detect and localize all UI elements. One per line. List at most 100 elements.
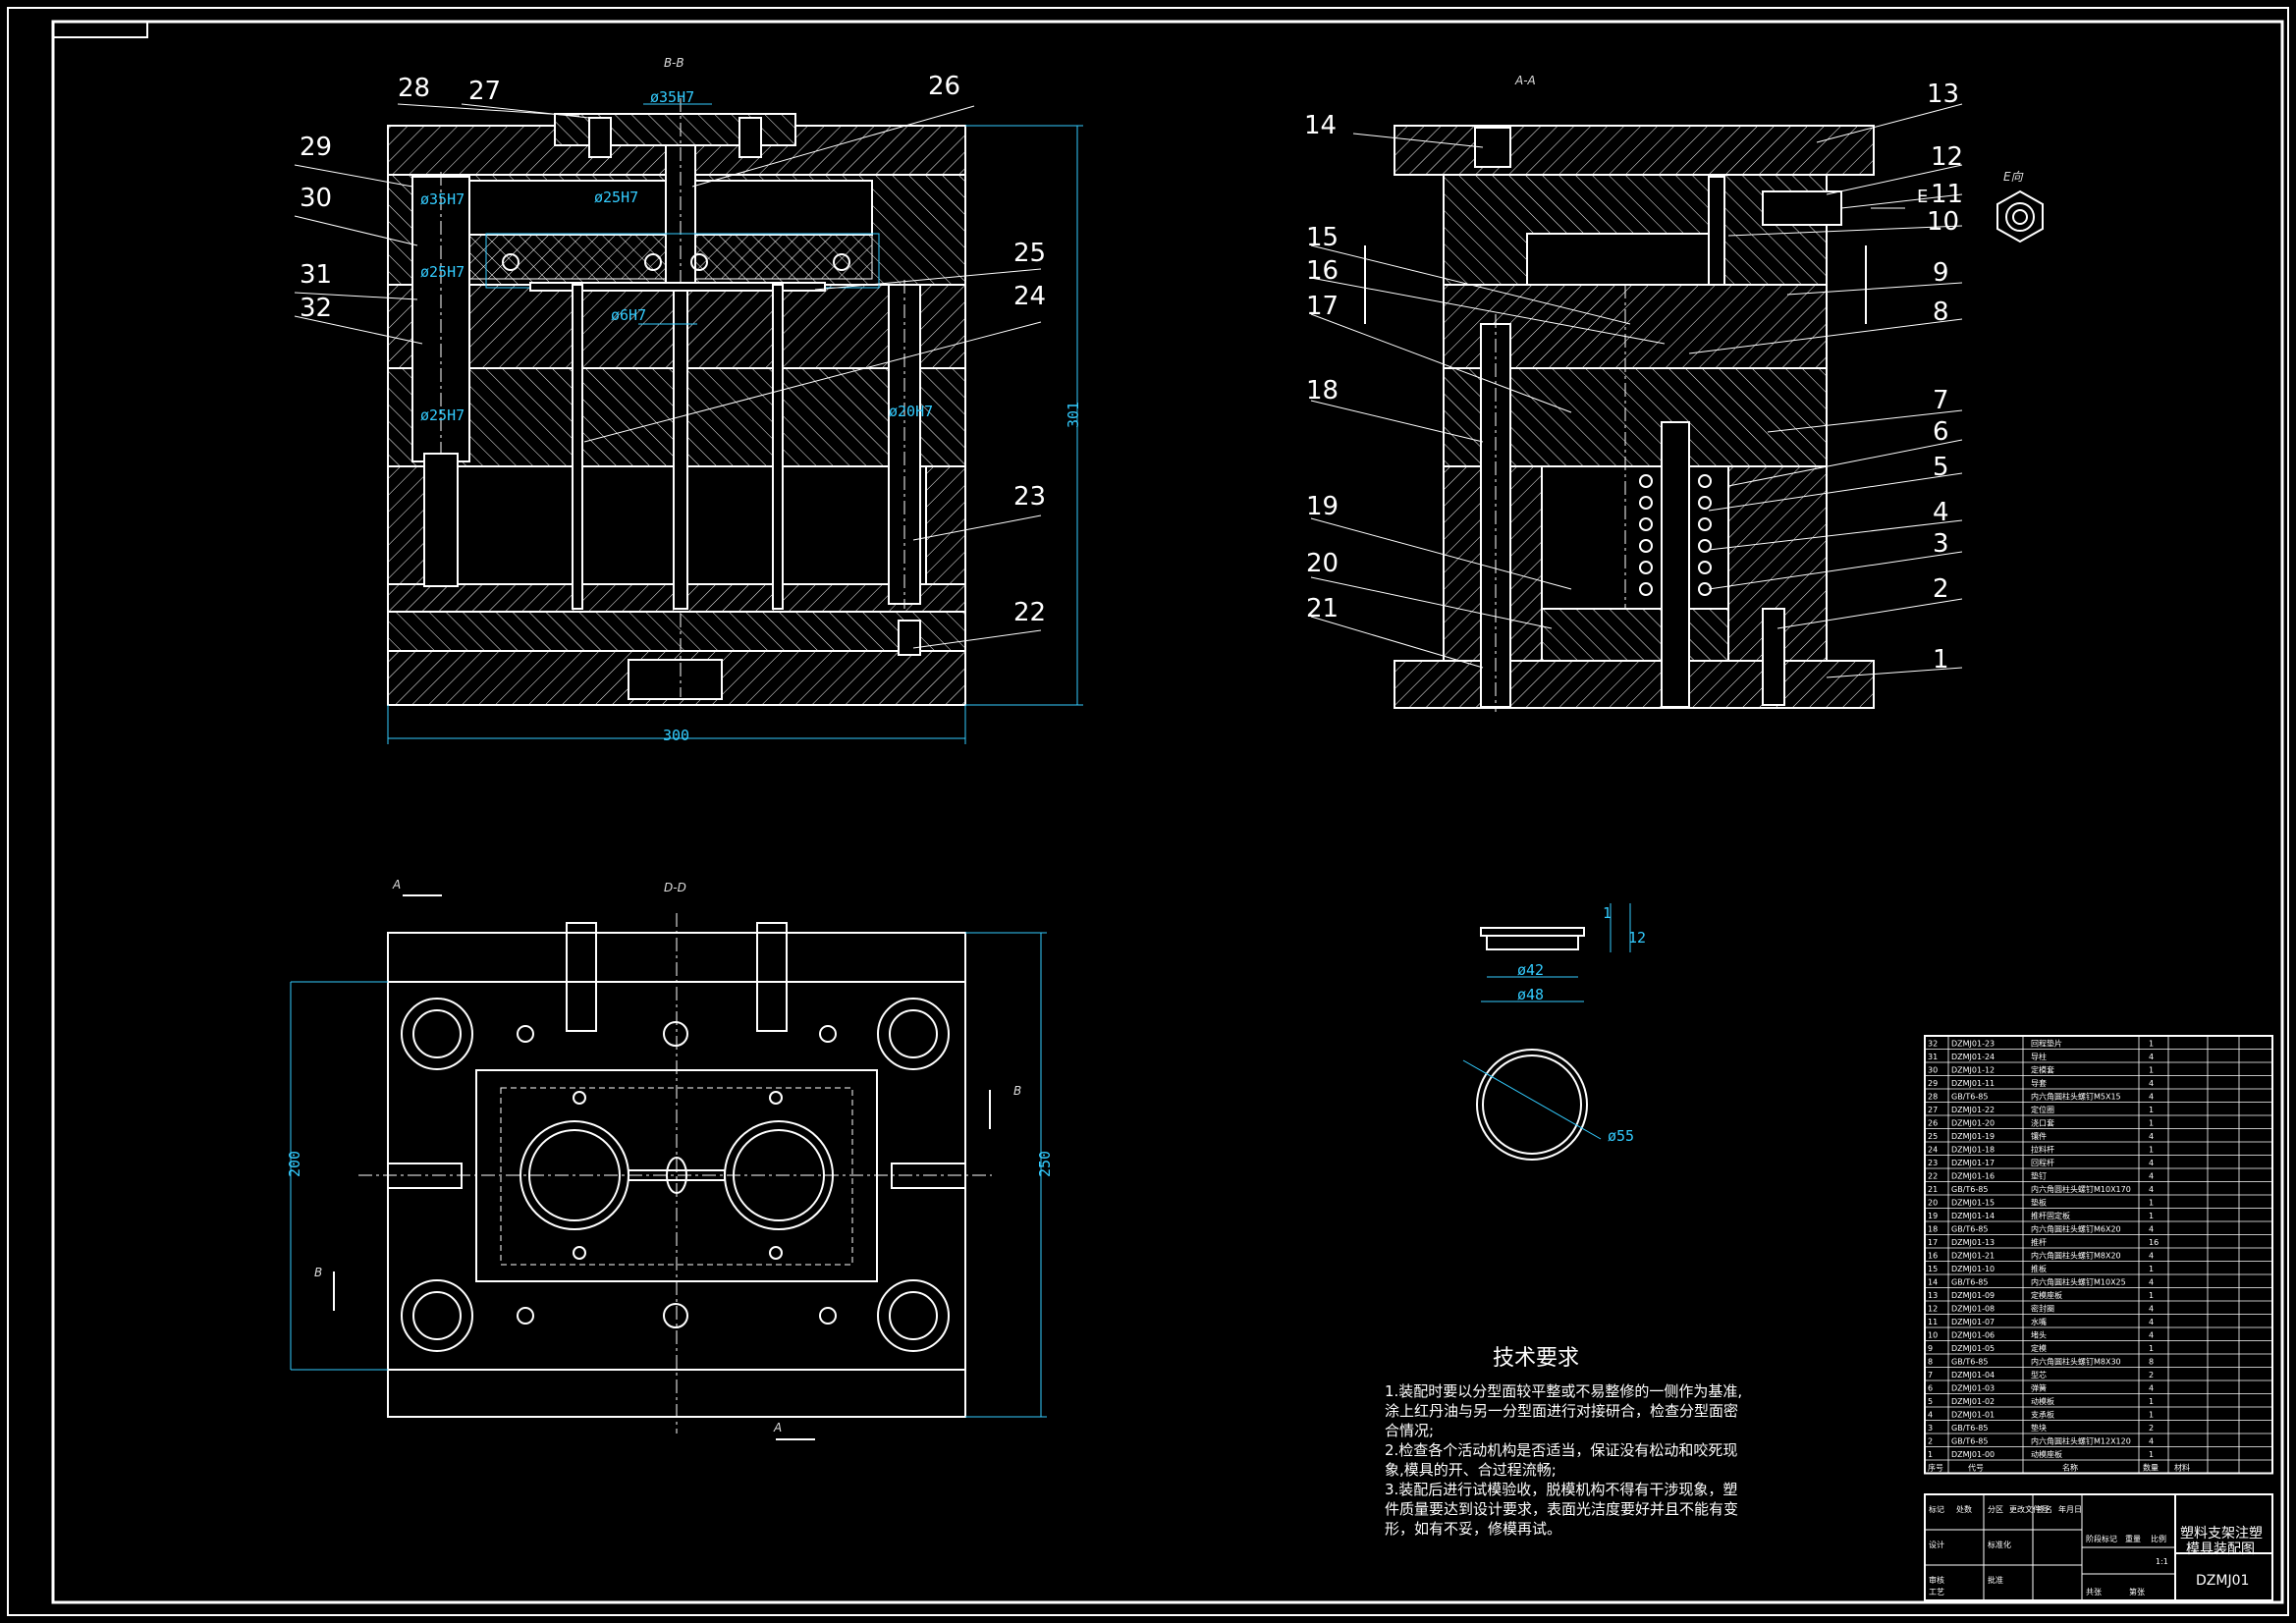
bom-qty: 16 [2149,1238,2159,1247]
bom-header-code: 代号 [1968,1463,1984,1473]
section-view-bb: B-B [387,56,1083,744]
bom-name: 密封圈 [2031,1304,2054,1314]
view-title-dd: D-D [664,881,686,894]
title-block-label: 第张 [2129,1587,2145,1596]
tech-req-line-6: 3.装配后进行试模验收，脱模机构不得有干涉现象，塑 [1385,1481,1737,1498]
bom-qty: 4 [2149,1318,2154,1326]
bom-no: 11 [1928,1318,1938,1326]
bom-no: 15 [1928,1265,1938,1273]
bom-qty: 4 [2149,1172,2154,1181]
bom-no: 14 [1928,1278,1938,1287]
bom-code: DZMJ01-17 [1951,1159,1995,1167]
bom-qty: 1 [2149,1344,2154,1353]
bom-code: DZMJ01-06 [1951,1331,1995,1340]
bom-no: 3 [1928,1424,1933,1433]
bom-header-mat: 材料 [2174,1463,2190,1473]
tech-req-line-7: 件质量要达到设计要求，表面光洁度要好并且不能有变 [1385,1500,1738,1518]
bom-code: DZMJ01-08 [1951,1305,1995,1314]
bom-name: 内六角圆柱头螺钉M8X20 [2031,1251,2121,1261]
bom-code: DZMJ01-18 [1951,1146,1995,1155]
bom-row: 12 DZMJ01-08 密封圈 4 [1928,1304,2154,1314]
bom-qty: 4 [2149,1185,2154,1194]
bom-no: 21 [1928,1185,1938,1194]
title-line-1: 塑料支架注塑 [2180,1526,2263,1542]
callout-5: 5 [1933,453,1949,482]
leaders-bb [294,103,1042,649]
bom-qty: 1 [2149,1291,2154,1300]
bom-code: DZMJ01-24 [1951,1053,1995,1061]
section-mark-a-top: A [392,878,401,892]
tech-req-line-4: 2.检查各个活动机构是否适当，保证没有松动和咬死现 [1385,1441,1737,1459]
bom-code: DZMJ01-20 [1951,1119,1995,1128]
dim-phi25-b: ø25H7 [420,263,465,281]
bom-no: 30 [1928,1066,1938,1075]
dim-width-300: 300 [663,727,689,744]
callout-9: 9 [1933,258,1949,288]
bom-code: DZMJ01-05 [1951,1344,1995,1353]
inner-border [51,20,2284,1604]
callout-21: 21 [1306,594,1339,623]
bom-qty: 1 [2149,1199,2154,1208]
bom-name: 定模 [2031,1343,2047,1353]
dim-250: 250 [1036,1151,1054,1177]
bom-name: 导套 [2031,1078,2047,1088]
view-title-aa: A-A [1514,74,1536,87]
bom-name: 垫块 [2031,1423,2047,1433]
dim-part-h1: 1 [1603,904,1612,922]
bom-code: DZMJ01-22 [1951,1106,1995,1114]
tech-req-line-5: 象,模具的开、合过程流畅; [1385,1461,1557,1479]
bom-name: 定模座板 [2031,1290,2062,1300]
callout-25: 25 [1013,239,1046,268]
bom-qty: 4 [2149,1225,2154,1234]
callout-14: 14 [1304,111,1337,140]
view-title-e: E向 [2003,170,2024,184]
bom-qty: 4 [2149,1053,2154,1061]
bom-no: 20 [1928,1199,1938,1208]
bom-no: 12 [1928,1305,1938,1314]
bom-code: DZMJ01-11 [1951,1079,1995,1088]
corner-tag [52,21,148,38]
bom-code: GB/T6-85 [1951,1437,1988,1446]
callout-26: 26 [928,72,960,101]
callout-12: 12 [1931,142,1963,172]
callout-30: 30 [300,184,332,213]
bom-code: DZMJ01-16 [1951,1172,1995,1181]
bom-qty: 1 [2149,1040,2154,1049]
bom-header-name: 名称 [2062,1463,2078,1473]
section-mark-b-left: B [314,1266,322,1279]
section-mark-b-right: B [1013,1084,1021,1098]
bom-qty: 4 [2149,1278,2154,1287]
bom-qty: 4 [2149,1384,2154,1393]
bom-no: 22 [1928,1172,1938,1181]
callout-1: 1 [1933,645,1949,675]
callout-11: 11 [1931,180,1963,209]
bom-qty: 8 [2149,1358,2154,1367]
title-block-label: 共张 [2086,1588,2102,1596]
title-block-label: 更改文件号 [2009,1504,2049,1514]
bom-code: GB/T6-85 [1951,1424,1988,1433]
bom-no: 10 [1928,1331,1938,1340]
dim-phi35-left: ø35H7 [420,190,465,208]
callout-8: 8 [1933,298,1949,327]
tech-req-line-1: 1.装配时要以分型面较平整或不易整修的一侧作为基准, [1385,1382,1742,1400]
e-view: E向 [1996,170,2044,243]
bom-qty: 4 [2149,1252,2154,1261]
bom-qty: 4 [2149,1305,2154,1314]
title-block-label: 阶段标记 [2086,1534,2117,1543]
title-block-label: 比例 [2151,1534,2166,1543]
bom-name: 内六角圆柱头螺钉M8X30 [2031,1357,2121,1367]
